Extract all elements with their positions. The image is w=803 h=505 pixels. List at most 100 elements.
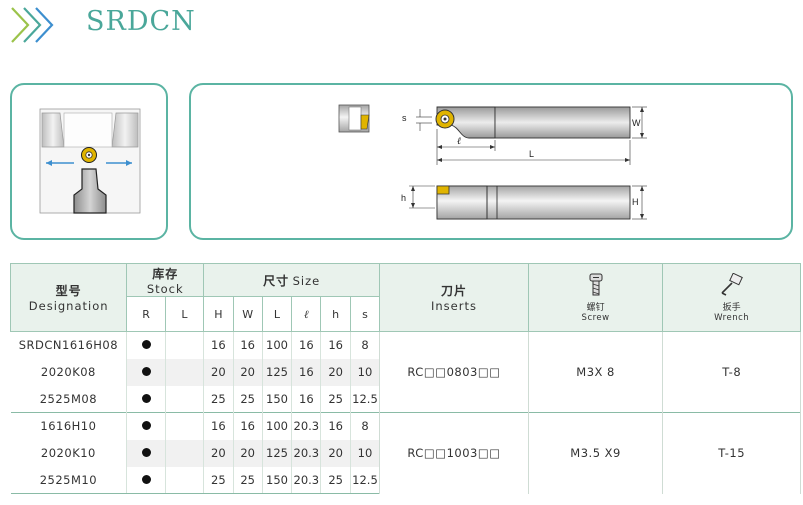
header-stock: 库存 Stock — [126, 263, 205, 297]
spec-table-body: SRDCN1616H08 16 16 100 16 16 8 RC□□0803□… — [10, 331, 801, 494]
size-ell-cell: 20.3 — [291, 466, 321, 494]
size-W-cell: 16 — [232, 412, 263, 440]
size-H-cell: 20 — [203, 358, 233, 386]
screw-icon — [589, 273, 603, 295]
stock-L-cell — [164, 412, 204, 440]
stock-L-cell — [164, 385, 204, 413]
size-L-cell: 150 — [261, 385, 292, 413]
header-stock-R: R — [126, 296, 166, 332]
in-stock-dot-icon — [141, 340, 151, 350]
size-ell-cell: 20.3 — [291, 439, 321, 467]
header-stock-L: L — [164, 296, 205, 332]
header-size: 尺寸 Size — [203, 263, 381, 297]
size-H-cell: 20 — [203, 439, 233, 467]
application-diagram-panel — [10, 83, 168, 240]
size-ell-cell: 20.3 — [291, 412, 321, 440]
header-size-ell: ℓ — [291, 296, 322, 332]
header-size-H: H — [203, 296, 234, 332]
insert-cell: RC□□1003□□ — [379, 412, 529, 494]
size-L-cell: 150 — [261, 466, 292, 494]
size-s-cell: 10 — [349, 439, 380, 467]
dim-label-H: H — [632, 197, 639, 207]
application-diagram — [39, 108, 141, 214]
header-size-s: s — [349, 296, 381, 332]
in-stock-dot-icon — [141, 474, 151, 484]
table-row: 2525M08 25 25 150 16 25 12.5 — [11, 385, 801, 413]
designation-cell: 2020K08 — [40, 365, 96, 379]
size-W-cell: 20 — [232, 358, 263, 386]
spec-table: 型号 Designation 库存 Stock 尺寸 Size 刀片 Inser… — [9, 263, 801, 494]
table-row: 2525M10 25 25 150 20.3 25 12.5 — [10, 466, 801, 494]
size-h-cell: 20 — [320, 439, 351, 467]
size-H-cell: 25 — [203, 466, 233, 494]
header-size-W: W — [232, 296, 263, 332]
in-stock-dot-icon — [141, 393, 151, 403]
screw-cell: M3X 8 — [527, 331, 664, 413]
wrench-cell: T-15 — [662, 412, 801, 494]
size-h-cell: 20 — [320, 358, 351, 386]
stock-L-cell — [164, 358, 204, 386]
stock-R-cell — [126, 358, 166, 386]
designation-cell: 2525M10 — [10, 466, 127, 494]
in-stock-dot-icon — [141, 367, 151, 376]
size-s-cell: 8 — [349, 331, 380, 359]
designation-cell: 2020K10 — [40, 446, 96, 460]
size-L-cell: 100 — [261, 412, 292, 440]
stock-R-cell — [126, 412, 166, 440]
stock-R-cell — [126, 331, 166, 359]
tool-side-view: h H — [401, 185, 647, 220]
stock-R-cell — [126, 385, 166, 413]
stock-R-cell — [126, 439, 166, 467]
table-row: 2020K08 20 20 125 16 20 10 — [11, 358, 801, 386]
stock-L-cell — [164, 439, 204, 467]
dim-label-L: L — [529, 149, 534, 159]
size-h-cell: 16 — [320, 412, 351, 440]
size-W-cell: 20 — [232, 439, 263, 467]
size-W-cell: 25 — [232, 466, 263, 494]
header-size-h: h — [320, 296, 351, 332]
table-row: 1616H10 16 16 100 20.3 16 8 RC□□1003□□ M… — [10, 412, 801, 494]
size-H-cell: 25 — [203, 385, 233, 413]
screw-cell: M3.5 X9 — [527, 412, 664, 494]
size-s-cell: 12.5 — [349, 466, 380, 494]
page-title: SRDCN — [86, 6, 196, 37]
size-h-cell: 16 — [320, 331, 351, 359]
dim-label-ell: ℓ — [457, 136, 461, 147]
table-row: 2020K10 20 20 125 20.3 20 10 — [11, 439, 801, 467]
size-s-cell: 8 — [349, 412, 380, 440]
size-W-cell: 25 — [232, 385, 263, 413]
chevron-logo-icon — [11, 7, 54, 43]
size-s-cell: 10 — [349, 358, 380, 386]
size-ell-cell: 16 — [291, 358, 321, 386]
size-L-cell: 125 — [261, 358, 292, 386]
in-stock-dot-icon — [141, 448, 151, 457]
header-inserts: 刀片 Inserts — [379, 263, 529, 332]
header-designation: 型号 Designation — [9, 263, 128, 332]
designation-cell: 1616H10 — [10, 412, 127, 440]
header-size-L: L — [261, 296, 293, 332]
designation-cell: SRDCN1616H08 — [10, 331, 127, 359]
size-ell-cell: 16 — [291, 385, 321, 413]
size-h-cell: 25 — [320, 385, 351, 413]
insert-end-view — [338, 104, 370, 133]
in-stock-dot-icon — [141, 421, 151, 431]
stock-R-cell — [126, 466, 166, 494]
size-h-cell: 25 — [320, 466, 351, 494]
dimension-drawing-panel: s W ℓ L — [189, 83, 793, 240]
designation-cell: 2525M08 — [39, 391, 98, 406]
wrench-icon — [721, 272, 743, 296]
dim-label-h: h — [401, 193, 406, 203]
header-screw: 螺钉 Screw — [527, 263, 664, 332]
dim-label-s: s — [402, 113, 407, 123]
stock-L-cell — [164, 331, 204, 359]
insert-cell: RC□□0803□□ — [379, 331, 529, 413]
dim-label-W: W — [632, 118, 641, 128]
size-s-cell: 12.5 — [349, 385, 380, 413]
size-H-cell: 16 — [203, 412, 233, 440]
header-wrench: 扳手 Wrench — [662, 263, 801, 332]
size-L-cell: 100 — [261, 331, 292, 359]
size-W-cell: 16 — [232, 331, 263, 359]
tool-top-view: s W ℓ L — [402, 106, 647, 165]
dimension-drawing: s W ℓ L — [338, 104, 647, 220]
size-L-cell: 125 — [261, 439, 292, 467]
